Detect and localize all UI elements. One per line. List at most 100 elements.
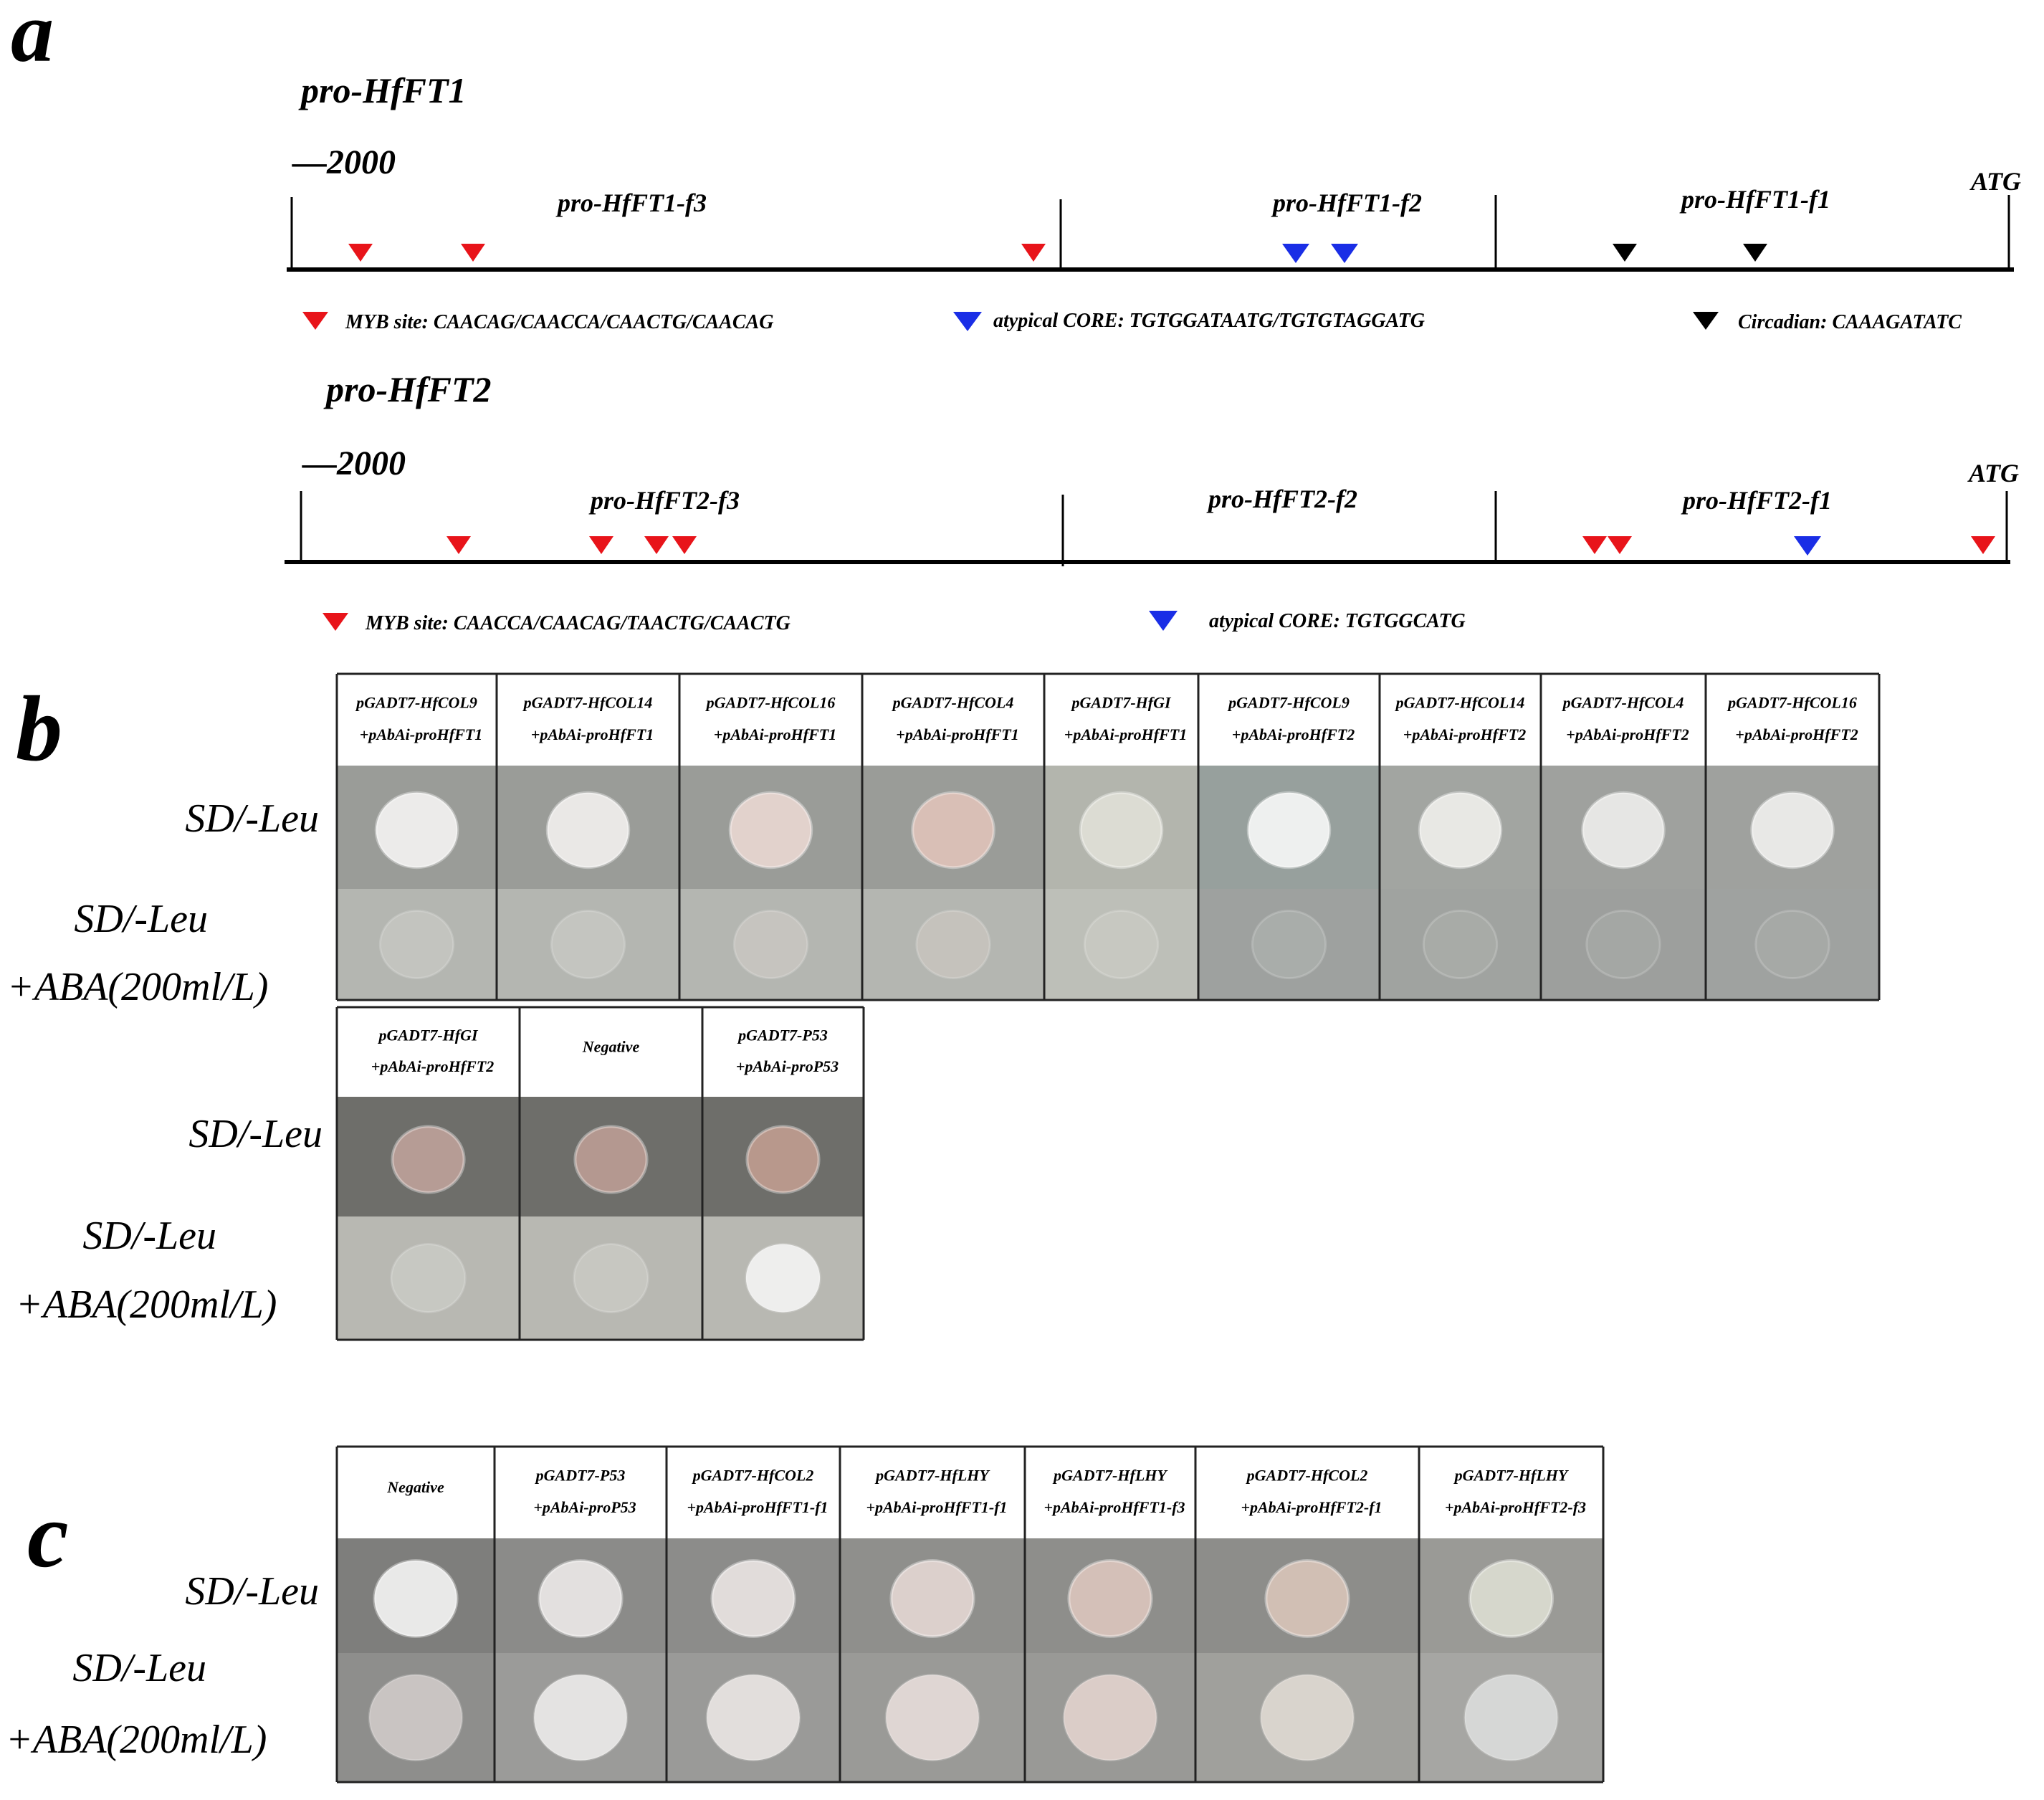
column-header-cell (862, 674, 1044, 766)
myb-site-marker (446, 536, 471, 554)
legend-circadian-text: Circadian: CAAAGATATC (1738, 311, 1962, 333)
plate-column: pGADT7-HfCOL4+pAbAi-proHfFT1 (862, 674, 1044, 1000)
legend-myb-text: MYB site: CAACCA/CAACAG/TAACTG/CAACTG (365, 612, 791, 634)
myb-site-marker (644, 536, 669, 554)
plate-column: pGADT7-HfLHY+pAbAi-proHfFT1-f1 (840, 1447, 1025, 1782)
core-site-marker (1331, 244, 1358, 263)
yeast-colony-sd-leu (573, 1125, 649, 1194)
fragment-label-f2: pro-HfFT1-f2 (1271, 189, 1422, 217)
strain-construct-label: pGADT7-HfCOL16 (1727, 693, 1857, 711)
yeast-colony-sd-leu (710, 1559, 796, 1638)
strain-construct-label: pGADT7-HfGI (1070, 693, 1172, 711)
column-header-cell (337, 674, 497, 766)
strain-construct-label: pGADT7-HfCOL4 (1562, 693, 1684, 711)
plate-column: pGADT7-HfCOL2+pAbAi-proHfFT2-f1 (1195, 1447, 1419, 1782)
column-header-cell (1541, 674, 1706, 766)
column-header-cell (1706, 674, 1879, 766)
myb-site-marker (461, 244, 485, 262)
yeast-colony-aba (1422, 909, 1499, 980)
column-header-cell (840, 1447, 1025, 1538)
yeast-colony-sd-leu (1750, 791, 1835, 870)
bait-construct-label: +pAbAi-proHfFT1-f3 (1044, 1498, 1185, 1516)
column-header-cell (497, 674, 679, 766)
promoter-title: pro-HfFT2 (323, 369, 492, 409)
column-header-cell (702, 1007, 864, 1097)
panel-letter-b: b (16, 677, 62, 781)
fragment-label-f1: pro-HfFT1-f1 (1679, 185, 1830, 214)
row-label-aba-concentration: +ABA(200ml/L) (16, 1282, 277, 1327)
yeast-colony-aba (705, 1673, 801, 1762)
bait-construct-label: +pAbAi-proHfFT2 (1735, 725, 1858, 743)
plate-column: pGADT7-HfLHY+pAbAi-proHfFT2-f3 (1419, 1447, 1603, 1782)
start-position-label: —2000 (292, 143, 396, 181)
bait-construct-label: +pAbAi-proHfFT2 (1403, 725, 1526, 743)
column-header-cell (1025, 1447, 1195, 1538)
row-label-sd-leu-aba: SD/-Leu (74, 897, 208, 941)
myb-site-marker (348, 244, 373, 262)
yeast-one-hybrid-plate-block-3: NegativepGADT7-P53+pAbAi-proP53pGADT7-Hf… (335, 1445, 1605, 1784)
legend-myb-marker (323, 613, 348, 631)
strain-construct-label: pGADT7-HfCOL9 (355, 693, 477, 711)
myb-site-marker (1971, 536, 1995, 554)
yeast-colony-aba (1754, 909, 1830, 980)
strain-construct-label: pGADT7-P53 (737, 1026, 828, 1044)
myb-site-marker (1582, 536, 1607, 554)
bait-construct-label: +pAbAi-proHfFT2-f1 (1241, 1498, 1382, 1516)
column-header-cell (495, 1447, 667, 1538)
panel-letter-a: a (11, 0, 54, 80)
row-label-aba-concentration: +ABA(200ml/L) (7, 965, 268, 1009)
yeast-colony-sd-leu (1079, 791, 1164, 870)
panel-c: c SD/-Leu SD/-Leu +ABA(200ml/L) Negative… (6, 1445, 1605, 1784)
column-header-cell (1195, 1447, 1419, 1538)
yeast-one-hybrid-plate-block-1: pGADT7-HfCOL9+pAbAi-proHfFT1pGADT7-HfCOL… (335, 672, 1881, 1001)
legend-core-text: atypical CORE: TGTGGCATG (1209, 610, 1466, 632)
strain-construct-label: pGADT7-HfCOL16 (705, 693, 836, 711)
yeast-colony-aba (915, 909, 991, 980)
yeast-colony-aba (1062, 1673, 1158, 1762)
legend-myb-text: MYB site: CAACAG/CAACCA/CAACTG/CAACAG (345, 311, 774, 333)
yeast-colony-sd-leu (1264, 1559, 1350, 1638)
column-header-cell (1380, 674, 1541, 766)
circadian-site-marker (1613, 244, 1637, 262)
yeast-colony-aba (533, 1673, 629, 1762)
plate-column: pGADT7-HfCOL2 +pAbAi-proHfFT1-f1 (667, 1447, 840, 1782)
row-label-sd-leu-aba: SD/-Leu (72, 1646, 206, 1690)
strain-construct-label: pGADT7-HfCOL2 (692, 1466, 814, 1484)
bait-construct-label: +pAbAi-proP53 (736, 1057, 839, 1075)
bait-construct-label: +pAbAi-proHfFT1 (896, 725, 1018, 743)
column-header-cell (667, 1447, 840, 1538)
bait-construct-label: +pAbAi-proHfFT1 (531, 725, 654, 743)
column-header-cell (337, 1007, 520, 1097)
yeast-colony-aba (745, 1243, 821, 1313)
yeast-colony-sd-leu (889, 1559, 975, 1638)
yeast-colony-sd-leu (545, 791, 631, 870)
column-header-cell (1044, 674, 1198, 766)
strain-construct-label: Negative (386, 1478, 444, 1496)
fragment-label-f3: pro-HfFT1-f3 (555, 189, 707, 217)
fragment-label-f1: pro-HfFT2-f1 (1681, 486, 1832, 515)
plate-column: pGADT7-HfCOL14 +pAbAi-proHfFT1 (497, 674, 679, 1000)
legend-core-marker (1149, 611, 1178, 631)
yeast-colony-sd-leu (1581, 791, 1666, 870)
bait-construct-label: +pAbAi-proHfFT2 (371, 1057, 494, 1075)
yeast-colony-sd-leu (1468, 1559, 1555, 1638)
core-site-marker (1794, 536, 1821, 556)
atg-label: ATG (1967, 459, 2019, 487)
plate-column: pGADT7-P53+pAbAi-proP53 (495, 1447, 667, 1782)
plate-column: Negative (520, 1007, 702, 1340)
row-label-sd-leu: SD/-Leu (185, 1569, 319, 1614)
plate-column: pGADT7-HfCOL14+pAbAi-proHfFT2 (1380, 674, 1541, 1000)
yeast-colony-aba (368, 1673, 464, 1762)
yeast-colony-aba (1463, 1673, 1559, 1762)
strain-construct-label: pGADT7-HfGI (377, 1026, 479, 1044)
bait-construct-label: +pAbAi-proHfFT1-f1 (687, 1498, 828, 1516)
plate-column: pGADT7-HfCOL9+pAbAi-proHfFT1 (337, 674, 497, 1000)
row-label-sd-leu-aba: SD/-Leu (82, 1214, 216, 1258)
plate-column: pGADT7-HfCOL16+pAbAi-proHfFT1 (679, 674, 862, 1000)
column-header-cell (679, 674, 862, 766)
bait-construct-label: +pAbAi-proHfFT2-f3 (1445, 1498, 1586, 1516)
strain-construct-label: pGADT7-HfCOL14 (522, 693, 653, 711)
bait-construct-label: +pAbAi-proP53 (533, 1498, 636, 1516)
yeast-colony-sd-leu (1418, 791, 1503, 870)
